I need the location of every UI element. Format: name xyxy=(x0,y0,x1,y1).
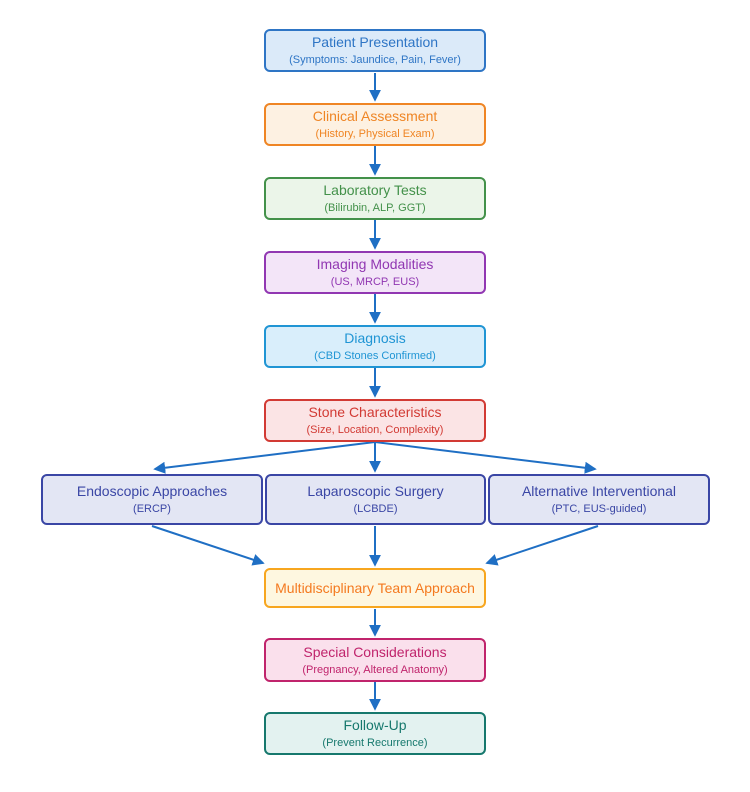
arrow-stone-alternative xyxy=(374,441,597,474)
node-title: Patient Presentation xyxy=(311,34,439,50)
node-subtitle: (Prevent Recurrence) xyxy=(322,737,428,749)
node-title: Stone Characteristics xyxy=(308,404,442,420)
node-subtitle: (Pregnancy, Altered Anatomy) xyxy=(302,663,448,676)
node-subtitle: (CBD Stones Confirmed) xyxy=(314,350,436,362)
node-title: Endoscopic Approaches xyxy=(76,483,228,499)
arrow-alternative-mdt xyxy=(485,525,599,566)
node-subtitle: (Size, Location, Complexity) xyxy=(306,424,444,436)
node-clinical-assessment: Clinical Assessment (History, Physical E… xyxy=(264,103,486,146)
node-multidisciplinary-team: Multidisciplinary Team Approach xyxy=(264,568,486,608)
node-subtitle: (Bilirubin, ALP, GGT) xyxy=(324,202,426,214)
node-subtitle: (PTC, EUS-guided) xyxy=(551,503,647,515)
node-title: Imaging Modalities xyxy=(316,256,434,272)
node-patient-presentation: Patient Presentation (Symptoms: Jaundice… xyxy=(264,29,486,72)
node-subtitle: (History, Physical Exam) xyxy=(315,128,435,140)
node-title: Laboratory Tests xyxy=(323,182,427,198)
node-alternative-interventional: Alternative Interventional (PTC, EUS-gui… xyxy=(488,474,710,525)
node-laparoscopic-surgery: Laparoscopic Surgery (LCBDE) xyxy=(265,474,486,525)
node-laboratory-tests: Laboratory Tests (Bilirubin, ALP, GGT) xyxy=(264,177,486,220)
arrow-endoscopic-mdt xyxy=(151,525,265,566)
node-title: Diagnosis xyxy=(344,330,406,346)
node-subtitle: (LCBDE) xyxy=(353,503,398,515)
node-endoscopic-approaches: Endoscopic Approaches (ERCP) xyxy=(41,474,263,525)
node-subtitle: (ERCP) xyxy=(133,503,171,515)
node-special-considerations: Special Considerations (Pregnancy, Alter… xyxy=(264,638,486,682)
node-title: Follow-Up xyxy=(343,717,407,733)
node-subtitle: (Symptoms: Jaundice, Pain, Fever) xyxy=(289,54,461,66)
node-title: Special Considerations xyxy=(303,643,447,660)
node-imaging-modalities: Imaging Modalities (US, MRCP, EUS) xyxy=(264,251,486,294)
node-follow-up: Follow-Up (Prevent Recurrence) xyxy=(264,712,486,755)
node-subtitle: (US, MRCP, EUS) xyxy=(330,276,420,288)
node-title: Multidisciplinary Team Approach xyxy=(275,579,475,596)
node-title: Laparoscopic Surgery xyxy=(307,483,444,499)
node-title: Clinical Assessment xyxy=(312,108,438,124)
arrow-stone-endoscopic xyxy=(153,441,376,474)
node-title: Alternative Interventional xyxy=(521,483,677,499)
node-stone-characteristics: Stone Characteristics (Size, Location, C… xyxy=(264,399,486,442)
node-diagnosis: Diagnosis (CBD Stones Confirmed) xyxy=(264,325,486,368)
